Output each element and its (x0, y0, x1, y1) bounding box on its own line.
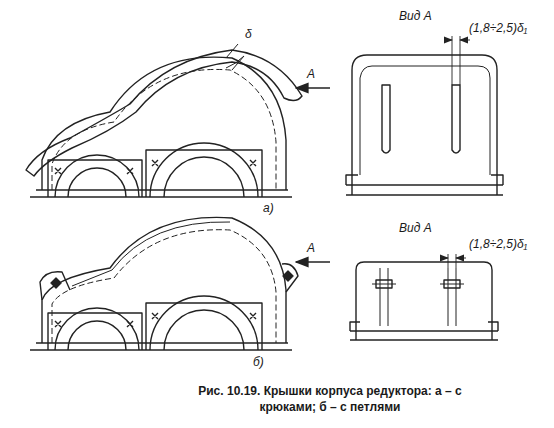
view-title: Вид А (398, 222, 433, 236)
thickness-dimension: (1,8÷2,5)δ₁ (468, 238, 528, 252)
view-title: Вид А (398, 10, 433, 24)
view-arrow-letter: A (306, 68, 316, 82)
view-arrow-letter: A (306, 242, 316, 256)
thickness-dimension: (1,8÷2,5)δ₁ (468, 22, 528, 36)
figure-letter: а) (262, 202, 275, 216)
thickness-symbol: δ (244, 28, 253, 42)
figure-caption: Рис. 10.19. Крышки корпуса редуктора: а … (180, 384, 480, 415)
figure-letter: б) (252, 356, 265, 370)
